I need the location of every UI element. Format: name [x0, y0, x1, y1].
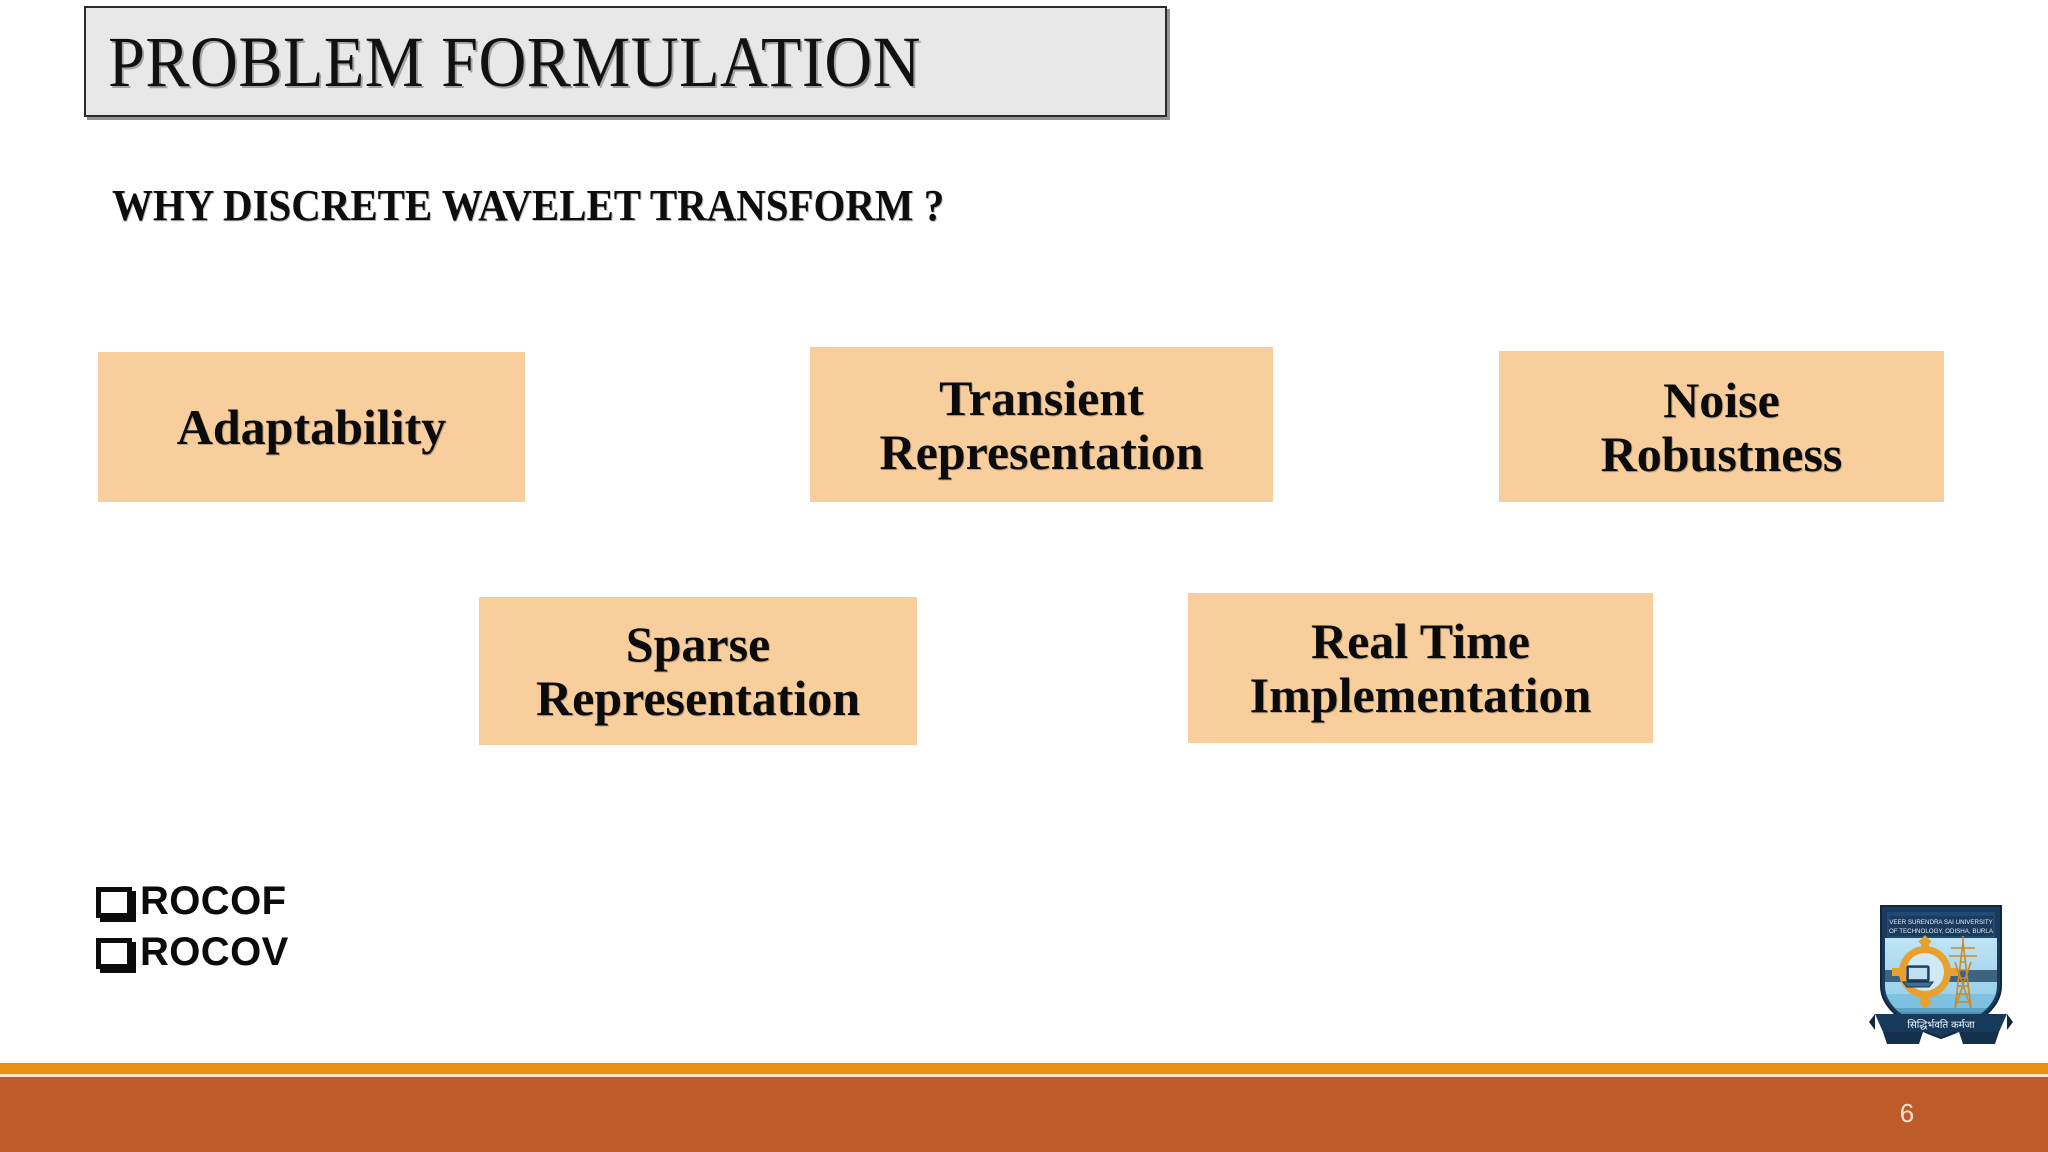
page-title: PROBLEM FORMULATION: [108, 21, 921, 102]
university-logo: VEER SURENDRA SAI UNIVERSITY OF TECHNOLO…: [1867, 898, 2015, 1050]
svg-text:OF TECHNOLOGY, ODISHA, BURLA: OF TECHNOLOGY, ODISHA, BURLA: [1889, 928, 1994, 935]
list-item: ROCOV: [96, 929, 289, 976]
svg-text:सिद्धिर्भवति कर्मजा: सिद्धिर्भवति कर्मजा: [1907, 1019, 1975, 1031]
svg-text:VEER SURENDRA SAI UNIVERSITY: VEER SURENDRA SAI UNIVERSITY: [1889, 919, 1993, 926]
concept-box-label: Noise Robustness: [1600, 371, 1843, 482]
list-item-label: ROCOF: [140, 879, 287, 923]
page-number: 6: [1899, 1098, 1915, 1128]
concept-box-label: Sparse Representation: [535, 616, 861, 726]
concept-box-real-time-implementation: Real Time Implementation: [1188, 593, 1653, 743]
concept-box-label: Adaptability: [176, 399, 447, 455]
bullet-list: ROCOF ROCOV: [96, 878, 289, 980]
concept-box-noise-robustness: Noise Robustness: [1499, 351, 1944, 502]
slide-subtitle: WHY DISCRETE WAVELET TRANSFORM ?: [112, 181, 945, 230]
footer-hairline: [0, 1074, 2048, 1077]
concept-box-label: Real Time Implementation: [1249, 613, 1592, 723]
footer-accent-strip: [0, 1063, 2048, 1074]
concept-box-label: Transient Representation: [879, 369, 1204, 480]
hollow-square-bullet-icon: [96, 938, 132, 970]
list-item: ROCOF: [96, 878, 289, 925]
concept-box-transient-representation: Transient Representation: [810, 347, 1273, 502]
concept-box-sparse-representation: Sparse Representation: [479, 597, 917, 745]
footer-bar: [0, 1077, 2048, 1152]
vssut-crest-icon: VEER SURENDRA SAI UNIVERSITY OF TECHNOLO…: [1869, 905, 2013, 1044]
hollow-square-bullet-icon: [96, 887, 132, 919]
list-item-label: ROCOV: [140, 930, 289, 975]
concept-box-adaptability: Adaptability: [98, 352, 525, 502]
slide-title-box: PROBLEM FORMULATION: [84, 6, 1167, 117]
